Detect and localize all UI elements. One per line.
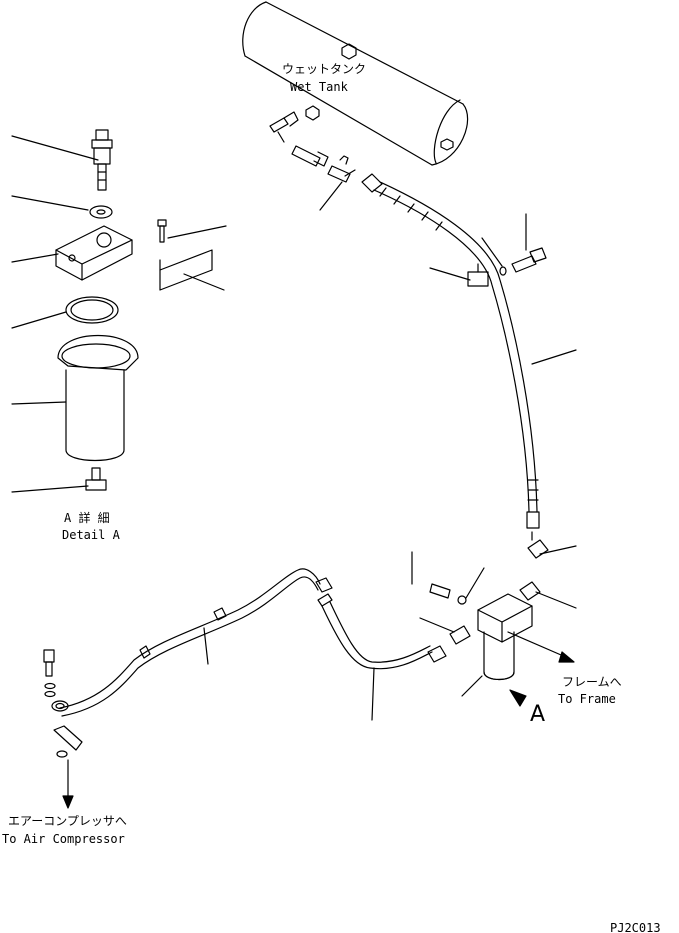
arrow-to-frame	[507, 631, 575, 663]
inlet-connector	[449, 625, 471, 645]
detail-label-en: Detail A	[62, 528, 120, 542]
clamp-bolt	[511, 247, 547, 273]
wet-tank-label-jp: ウェットタンク	[282, 62, 367, 76]
pipe-clamp-1	[213, 607, 227, 621]
pipe-clamp-2	[139, 645, 151, 659]
banjo-bolt	[43, 649, 55, 677]
leader-lines	[11, 135, 577, 721]
dryer-washer	[457, 595, 467, 605]
tank-elbow-fitting	[269, 111, 299, 143]
o-ring	[65, 296, 119, 324]
to-compressor-label-en: To Air Compressor	[2, 832, 125, 846]
clamp-washer	[499, 266, 507, 276]
compressor-adapter	[53, 725, 83, 758]
filter-bowl	[483, 631, 515, 681]
filter-head-body	[55, 225, 133, 281]
hose-tank-to-dryer	[373, 181, 540, 529]
dryer-bolt	[429, 583, 451, 599]
view-arrow	[509, 689, 527, 707]
hose-end-bottom	[427, 645, 447, 663]
hose-clamp	[467, 263, 489, 287]
to-compressor-label-jp: エアーコンプレッサへ	[8, 814, 127, 828]
filter-head	[477, 593, 533, 643]
wet-tank	[242, 1, 469, 166]
safety-valve	[91, 129, 113, 191]
tank-nipple	[291, 145, 329, 167]
view-letter-a: A	[530, 702, 546, 727]
bracket-bolt	[157, 219, 167, 243]
banjo-washers	[44, 682, 56, 698]
hose-lower	[317, 593, 433, 670]
mounting-bracket	[159, 249, 213, 291]
valve-gasket	[89, 205, 113, 219]
arrow-to-compressor	[62, 759, 74, 809]
hose-end-top	[361, 173, 383, 193]
banjo-fitting	[51, 700, 69, 712]
connector-upper	[527, 531, 549, 559]
drawing-code: PJ2C013	[610, 921, 661, 933]
to-frame-label-jp: フレームへ	[562, 675, 622, 689]
elbow-upper-right	[519, 581, 541, 601]
compressor-pipe	[59, 568, 333, 717]
to-frame-label-en: To Frame	[558, 692, 616, 706]
filter-case	[57, 334, 139, 462]
detail-label-jp: A 詳 細	[64, 511, 110, 525]
tank-tee-fitting	[327, 155, 356, 183]
wet-tank-label-en: Wet Tank	[290, 80, 348, 94]
drain-valve	[85, 467, 107, 491]
